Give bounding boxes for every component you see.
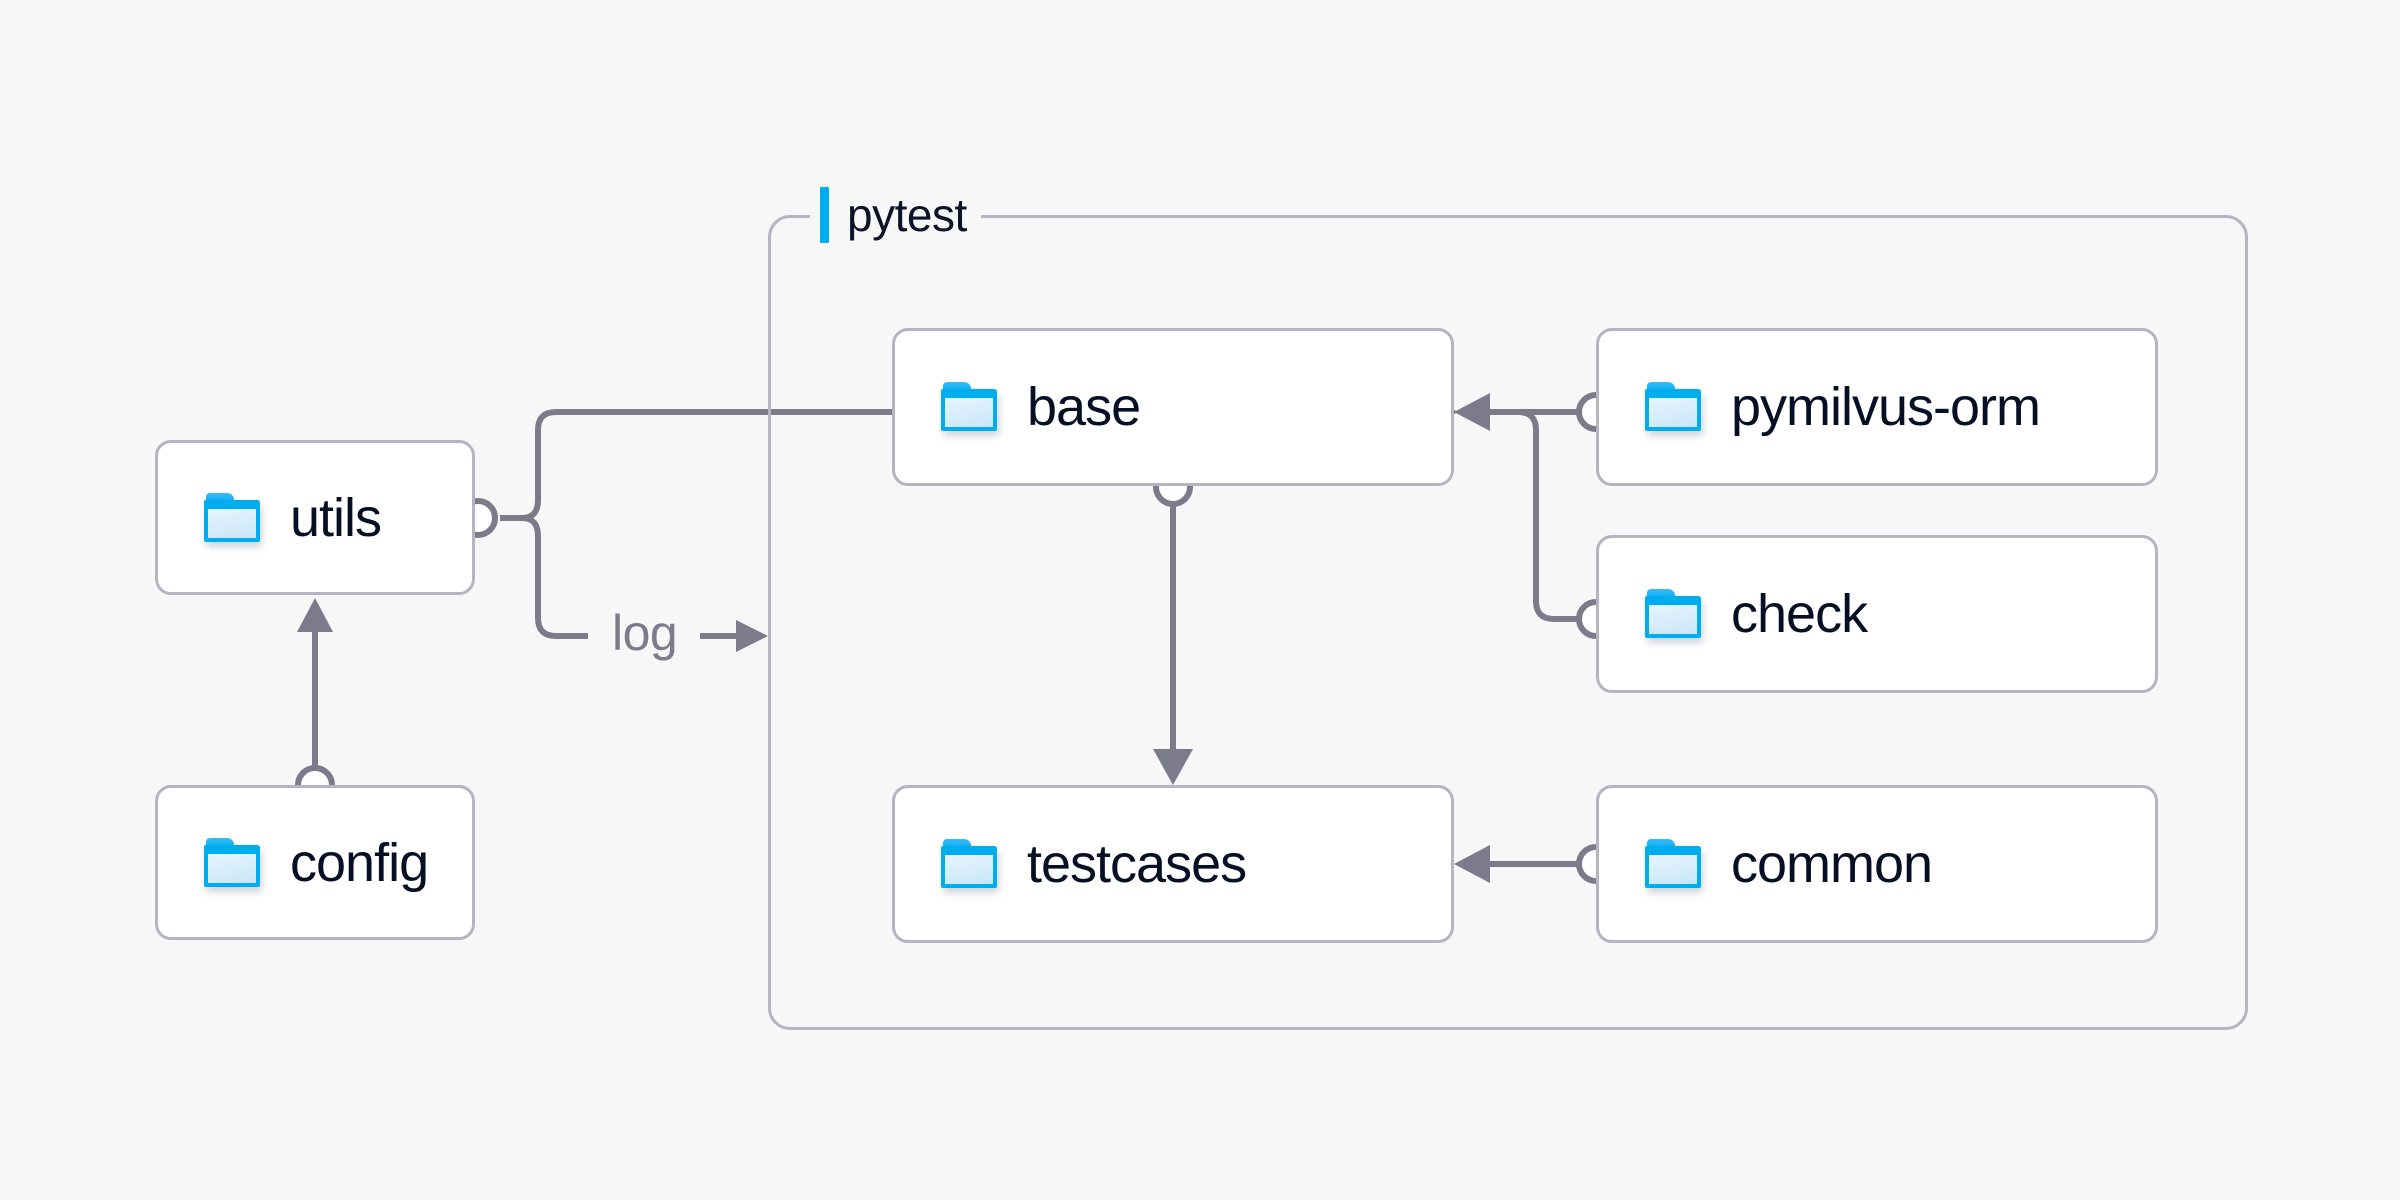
edge-label-log: log (600, 608, 690, 658)
group-title: pytest (847, 189, 967, 241)
node-config[interactable]: config (155, 785, 475, 940)
node-utils[interactable]: utils (155, 440, 475, 595)
folder-icon (1645, 589, 1703, 639)
folder-icon (204, 492, 262, 543)
folder-icon (941, 839, 999, 889)
node-label: config (290, 832, 429, 893)
folder-icon (1645, 382, 1703, 432)
node-label: utils (290, 487, 382, 548)
node-label: pymilvus-orm (1731, 377, 2041, 437)
group-label-pytest: pytest (810, 183, 981, 247)
node-label: testcases (1027, 834, 1247, 894)
edge-utils-to-log (500, 515, 588, 639)
folder-icon (941, 382, 999, 432)
folder-icon (204, 837, 262, 888)
node-base[interactable]: base (892, 328, 1454, 486)
node-label: check (1731, 584, 1868, 644)
node-label: base (1027, 377, 1141, 437)
folder-icon (1645, 839, 1703, 889)
group-accent-bar-icon (820, 187, 829, 243)
node-pymilvus-orm[interactable]: pymilvus-orm (1596, 328, 2158, 486)
arrowhead-config-to-utils (297, 598, 333, 632)
node-testcases[interactable]: testcases (892, 785, 1454, 943)
node-common[interactable]: common (1596, 785, 2158, 943)
node-check[interactable]: check (1596, 535, 2158, 693)
arrowhead-log-to-group (736, 620, 768, 652)
group-container-pytest[interactable] (768, 215, 2248, 1030)
node-label: common (1731, 834, 1933, 894)
